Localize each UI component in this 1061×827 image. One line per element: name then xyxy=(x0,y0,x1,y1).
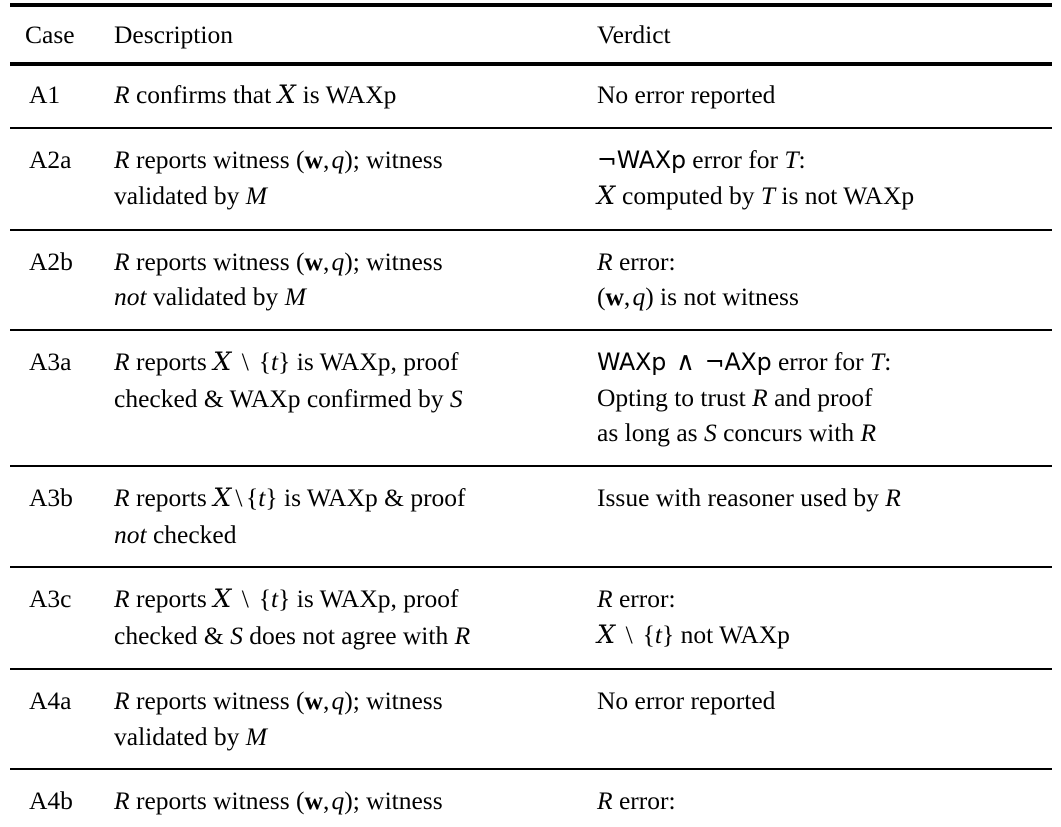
description-line: R confirms that X is WAXp xyxy=(114,79,397,110)
table-row: A2b R reports witness (w, q); witness not … xyxy=(10,229,1052,329)
description-line: validated by M xyxy=(114,721,267,751)
cell-verdict: Issue with reasoner used by R xyxy=(587,465,1052,566)
cell-description: R confirms that X is WAXp xyxy=(105,62,587,128)
cell-description: R reports X\{t} is WAXp & proof not check… xyxy=(105,465,587,566)
cell-description: R reports X \ {t} is WAXp, proof checked … xyxy=(105,566,587,667)
cell-verdict: R error: X \ {t} not WAXp xyxy=(587,566,1052,667)
verdict-line: X computed by T is not WAXp xyxy=(597,180,915,211)
cell-verdict: No error reported xyxy=(587,668,1052,768)
verdict-line: ¬WAXp error for T: xyxy=(597,145,806,175)
verdict-line: Issue with reasoner used by R xyxy=(597,483,901,513)
cell-description: R reports X \ {t} is WAXp, proof checked … xyxy=(105,329,587,465)
verdict-line: Opting to trust R and proof xyxy=(597,382,873,412)
verdict-line: WAXp ∧ ¬AXp error for T: xyxy=(597,347,892,377)
table-rule-thin xyxy=(10,566,1052,568)
column-header-case: Case xyxy=(25,20,75,49)
cell-description: R reports witness (w, q); witness validat… xyxy=(105,668,587,768)
cell-description: R reports witness (w, q); witness not val… xyxy=(105,768,587,827)
table-row: A2a R reports witness (w, q); witness vali… xyxy=(10,127,1052,228)
cell-case: A2b xyxy=(29,246,73,276)
table-rule-thin xyxy=(10,127,1052,129)
description-line: not checked xyxy=(114,519,237,549)
cell-verdict: No error reported xyxy=(587,62,1052,128)
cell-case: A3a xyxy=(29,347,72,377)
description-line: R reports witness (w, q); witness xyxy=(114,685,443,715)
table-row: A4b R reports witness (w, q); witness not … xyxy=(10,768,1052,827)
table-row: A3a R reports X \ {t} is WAXp, proof check… xyxy=(10,329,1052,465)
table-body: A1 R confirms that X is WAXp No error repo… xyxy=(10,62,1052,827)
table-rule-thin xyxy=(10,668,1052,670)
table-rule-thin xyxy=(10,229,1052,231)
description-line: R reports X\{t} is WAXp & proof xyxy=(114,483,466,514)
verdict-line: R error: xyxy=(597,584,676,614)
description-line: validated by M xyxy=(114,180,267,210)
verdict-line: as long as S concurs with R xyxy=(597,418,877,448)
table-row: A4a R reports witness (w, q); witness vali… xyxy=(10,668,1052,768)
verdict-line: X \ {t} not WAXp xyxy=(597,620,790,651)
description-line: R reports X \ {t} is WAXp, proof xyxy=(114,584,459,615)
verdict-line: (w, q) is not witness xyxy=(597,282,799,312)
description-line: not validated by M xyxy=(114,819,577,827)
table-row: A1 R confirms that X is WAXp No error repo… xyxy=(10,62,1052,128)
description-line: not validated by M xyxy=(114,282,306,312)
cell-case: A1 xyxy=(29,79,61,109)
column-header-description: Description xyxy=(114,20,233,49)
cell-case: A3b xyxy=(29,483,73,513)
verdict-line: No error reported xyxy=(597,685,776,715)
cell-case: A4b xyxy=(29,786,73,816)
table-rule-thin xyxy=(10,329,1052,331)
description-line: R reports witness (w, q); witness xyxy=(114,786,443,816)
description-line: R reports witness (w, q); witness xyxy=(114,246,443,276)
verdict-line: No error reported xyxy=(597,79,776,109)
cell-case: A4a xyxy=(29,685,72,715)
table-row: A3b R reports X\{t} is WAXp & proof not ch… xyxy=(10,465,1052,566)
cell-verdict: WAXp ∧ ¬AXp error for T: Opting to trust … xyxy=(587,329,1052,465)
cell-description: R reports witness (w, q); witness not val… xyxy=(105,229,587,329)
description-line: R reports X \ {t} is WAXp, proof xyxy=(114,347,459,378)
cell-verdict: R error: (w, q) is not witness xyxy=(587,229,1052,329)
description-line: checked & S does not agree with R xyxy=(114,621,471,651)
cell-verdict: R error: (w, q) is not witness xyxy=(587,768,1052,827)
verdict-line: R error: xyxy=(597,786,676,816)
table-row: A3c R reports X \ {t} is WAXp, proof check… xyxy=(10,566,1052,667)
description-line: R reports witness (w, q); witness xyxy=(114,145,443,175)
table-header: Case Description Verdict xyxy=(10,7,1052,62)
column-header-verdict: Verdict xyxy=(597,20,671,49)
table-rule-thick xyxy=(10,62,1052,66)
header-row: Case Description Verdict xyxy=(10,7,1052,62)
table-rule-thin xyxy=(10,465,1052,467)
verdict-table: Case Description Verdict A1 R confirms th… xyxy=(10,7,1052,827)
cell-case: A3c xyxy=(29,584,72,614)
cell-description: R reports witness (w, q); witness validat… xyxy=(105,127,587,228)
verdict-line: (w, q) is not witness xyxy=(597,819,1046,827)
table-rule-thick xyxy=(10,3,1052,7)
table-rule-thin xyxy=(10,768,1052,770)
cell-case: A2a xyxy=(29,145,72,175)
description-line: checked & WAXp confirmed by S xyxy=(114,383,463,413)
verdict-line: R error: xyxy=(597,246,676,276)
cell-verdict: ¬WAXp error for T: X computed by T is not… xyxy=(587,127,1052,228)
